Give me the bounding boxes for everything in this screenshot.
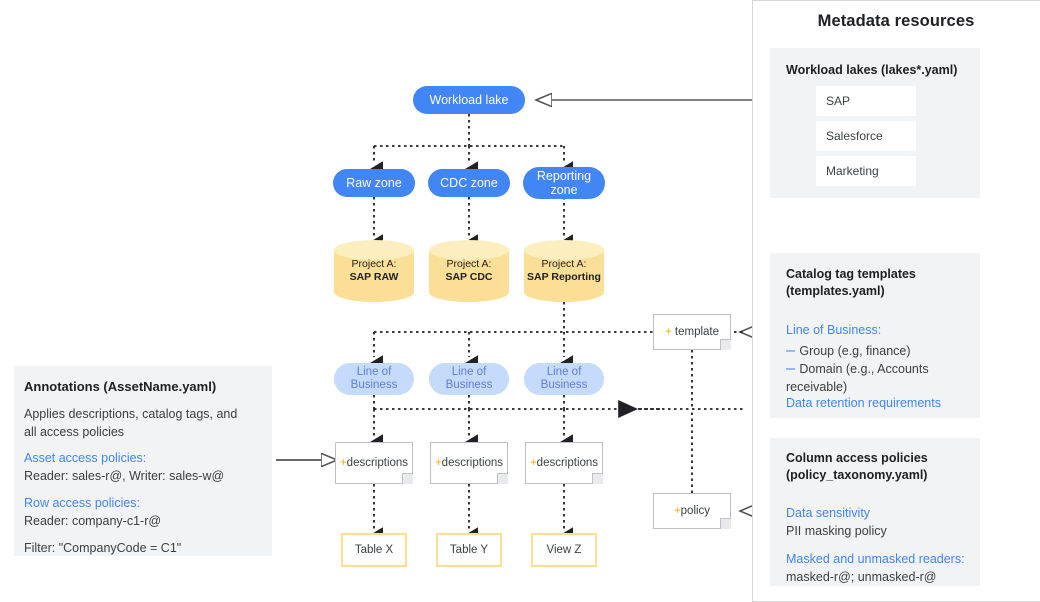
cylinder-bottom	[524, 282, 604, 302]
lake-item-marketing[interactable]: Marketing	[816, 156, 916, 186]
plus-sign: +	[339, 457, 347, 469]
plus-sign: +	[434, 457, 442, 469]
plus-sign: +	[673, 505, 681, 517]
cylinder-label: Project A: SAP RAW	[334, 240, 414, 302]
node-cdc-zone[interactable]: CDC zone	[428, 169, 510, 197]
asset-access-policies-heading: Asset access policies:	[24, 451, 147, 465]
node-line-of-business-1[interactable]: Line of Business	[334, 363, 414, 395]
cylinder-label: Project A: SAP Reporting	[524, 240, 604, 302]
column-policies-title-line2: (policy_taxonomy.yaml)	[786, 468, 928, 482]
note-text: descriptions	[346, 457, 409, 469]
row-access-policies-value: Reader: company-c1-r@	[24, 514, 162, 528]
bullet-marker-2: –	[786, 360, 795, 377]
note-fold-corner	[720, 339, 731, 350]
node-workload-lake[interactable]: Workload lake	[413, 86, 525, 114]
node-output-table-y[interactable]: Table Y	[436, 533, 502, 567]
catalog-bullet-1: – Group (e.g, finance)	[786, 342, 981, 360]
row-access-policies-heading: Row access policies:	[24, 496, 141, 510]
catalog-tag-templates-group	[770, 253, 980, 418]
project-line1: Project A:	[541, 258, 587, 270]
cylinder-top	[429, 240, 509, 260]
note-border	[430, 442, 508, 484]
note-fold-corner	[497, 473, 508, 484]
node-descriptions-1[interactable]: +descriptions	[335, 442, 413, 484]
note-border	[653, 314, 731, 350]
note-text: descriptions	[536, 457, 599, 469]
note-label: +descriptions	[525, 442, 603, 484]
plus-sign: +	[529, 457, 537, 469]
node-project-sap-reporting[interactable]: Project A: SAP Reporting	[524, 240, 604, 302]
catalog-templates-title-line2: (templates.yaml)	[786, 284, 885, 298]
line-of-business-heading: Line of Business:	[786, 323, 882, 337]
note-label: +descriptions	[335, 442, 413, 484]
bullet-text-1: Group (e.g, finance)	[799, 344, 911, 358]
project-line1: Project A:	[351, 258, 397, 270]
project-line2: SAP CDC	[445, 271, 493, 283]
column-policies-title-line1: Column access policies	[786, 451, 928, 465]
node-descriptions-3[interactable]: +descriptions	[525, 442, 603, 484]
node-line-of-business-3[interactable]: Line of Business	[524, 363, 604, 395]
lake-item-sap[interactable]: SAP	[816, 86, 916, 116]
project-line1: Project A:	[446, 258, 492, 270]
note-fold-corner	[592, 473, 603, 484]
annotations-panel	[14, 366, 272, 556]
note-text: template	[671, 326, 720, 338]
column-access-policies-group	[770, 438, 980, 586]
masked-readers-heading: Masked and unmasked readers:	[786, 552, 965, 566]
note-label: +policy	[653, 493, 731, 529]
note-fold-corner	[402, 473, 413, 484]
project-line2: SAP Reporting	[527, 271, 601, 283]
node-project-sap-raw[interactable]: Project A: SAP RAW	[334, 240, 414, 302]
note-border	[525, 442, 603, 484]
plus-sign: +	[664, 326, 672, 338]
cylinder-label: Project A: SAP CDC	[429, 240, 509, 302]
note-label: +descriptions	[430, 442, 508, 484]
data-sensitivity-value: PII masking policy	[786, 524, 887, 538]
note-text: descriptions	[441, 457, 504, 469]
row-filter-value: Filter: "CompanyCode = C1"	[24, 541, 182, 555]
masked-readers-value: masked-r@; unmasked-r@	[786, 570, 937, 584]
note-fold-corner	[720, 518, 731, 529]
node-raw-zone[interactable]: Raw zone	[333, 169, 415, 197]
catalog-templates-title-line1: Catalog tag templates	[786, 267, 916, 281]
annotations-title: Annotations (AssetName.yaml)	[24, 379, 217, 394]
node-descriptions-2[interactable]: +descriptions	[430, 442, 508, 484]
node-output-view-z[interactable]: View Z	[531, 533, 597, 567]
node-template-tag[interactable]: + template	[653, 314, 731, 350]
cylinder-top	[524, 240, 604, 260]
lake-item-salesforce[interactable]: Salesforce	[816, 121, 916, 151]
node-reporting-zone[interactable]: Reporting zone	[523, 167, 605, 199]
cylinder-top	[334, 240, 414, 260]
data-sensitivity-heading: Data sensitivity	[786, 506, 871, 520]
node-project-sap-cdc[interactable]: Project A: SAP CDC	[429, 240, 509, 302]
workload-lakes-title: Workload lakes (lakes*.yaml)	[786, 63, 958, 77]
catalog-bullet-2: – Domain (e.g., Accounts receivable)	[786, 360, 986, 396]
node-policy-tag[interactable]: +policy	[653, 493, 731, 529]
annotations-desc-line1: Applies descriptions, catalog tags, and	[24, 407, 238, 421]
cylinder-bottom	[429, 282, 509, 302]
note-border	[653, 493, 731, 529]
note-label: + template	[653, 314, 731, 350]
bullet-text-2: Domain (e.g., Accounts receivable)	[786, 362, 929, 394]
data-retention-requirements: Data retention requirements	[786, 396, 941, 410]
asset-access-policies-value: Reader: sales-r@, Writer: sales-w@	[24, 469, 225, 483]
note-border	[335, 442, 413, 484]
node-line-of-business-2[interactable]: Line of Business	[429, 363, 509, 395]
annotations-desc-line2: all access policies	[24, 425, 125, 439]
cylinder-bottom	[334, 282, 414, 302]
node-output-table-x[interactable]: Table X	[341, 533, 407, 567]
project-line2: SAP RAW	[349, 271, 399, 283]
metadata-resources-title: Metadata resources	[817, 12, 975, 30]
note-text: policy	[680, 505, 711, 517]
bullet-marker-1: –	[786, 342, 795, 359]
